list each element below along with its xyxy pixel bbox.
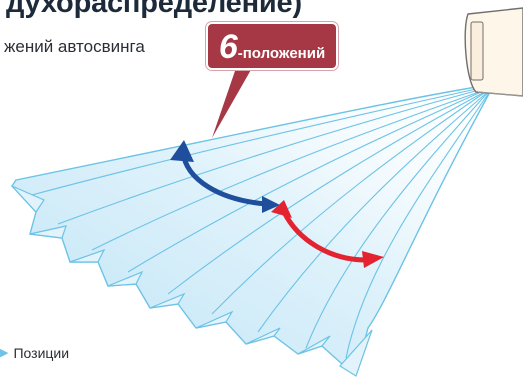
airflow-streaks bbox=[27, 85, 491, 359]
air-conditioner-unit-icon bbox=[464, 7, 523, 97]
badge-word: -положений bbox=[237, 45, 326, 62]
swing-positions-badge: 6 -положений bbox=[206, 22, 338, 70]
blue-swing-arrow bbox=[170, 140, 280, 213]
triangle-right-icon: ▶ bbox=[0, 347, 9, 359]
airflow-arrowheads bbox=[11, 185, 373, 377]
badge-number: 6 bbox=[218, 28, 238, 66]
legend-item-positions: ▶ Позиции bbox=[0, 345, 69, 361]
heading-text: духораспределение) bbox=[6, 0, 302, 19]
badge-pointer bbox=[212, 68, 252, 138]
subheading-text: жений автосвинга bbox=[4, 37, 145, 56]
red-swing-arrow bbox=[271, 200, 384, 268]
legend-label: Позиции bbox=[13, 345, 70, 361]
